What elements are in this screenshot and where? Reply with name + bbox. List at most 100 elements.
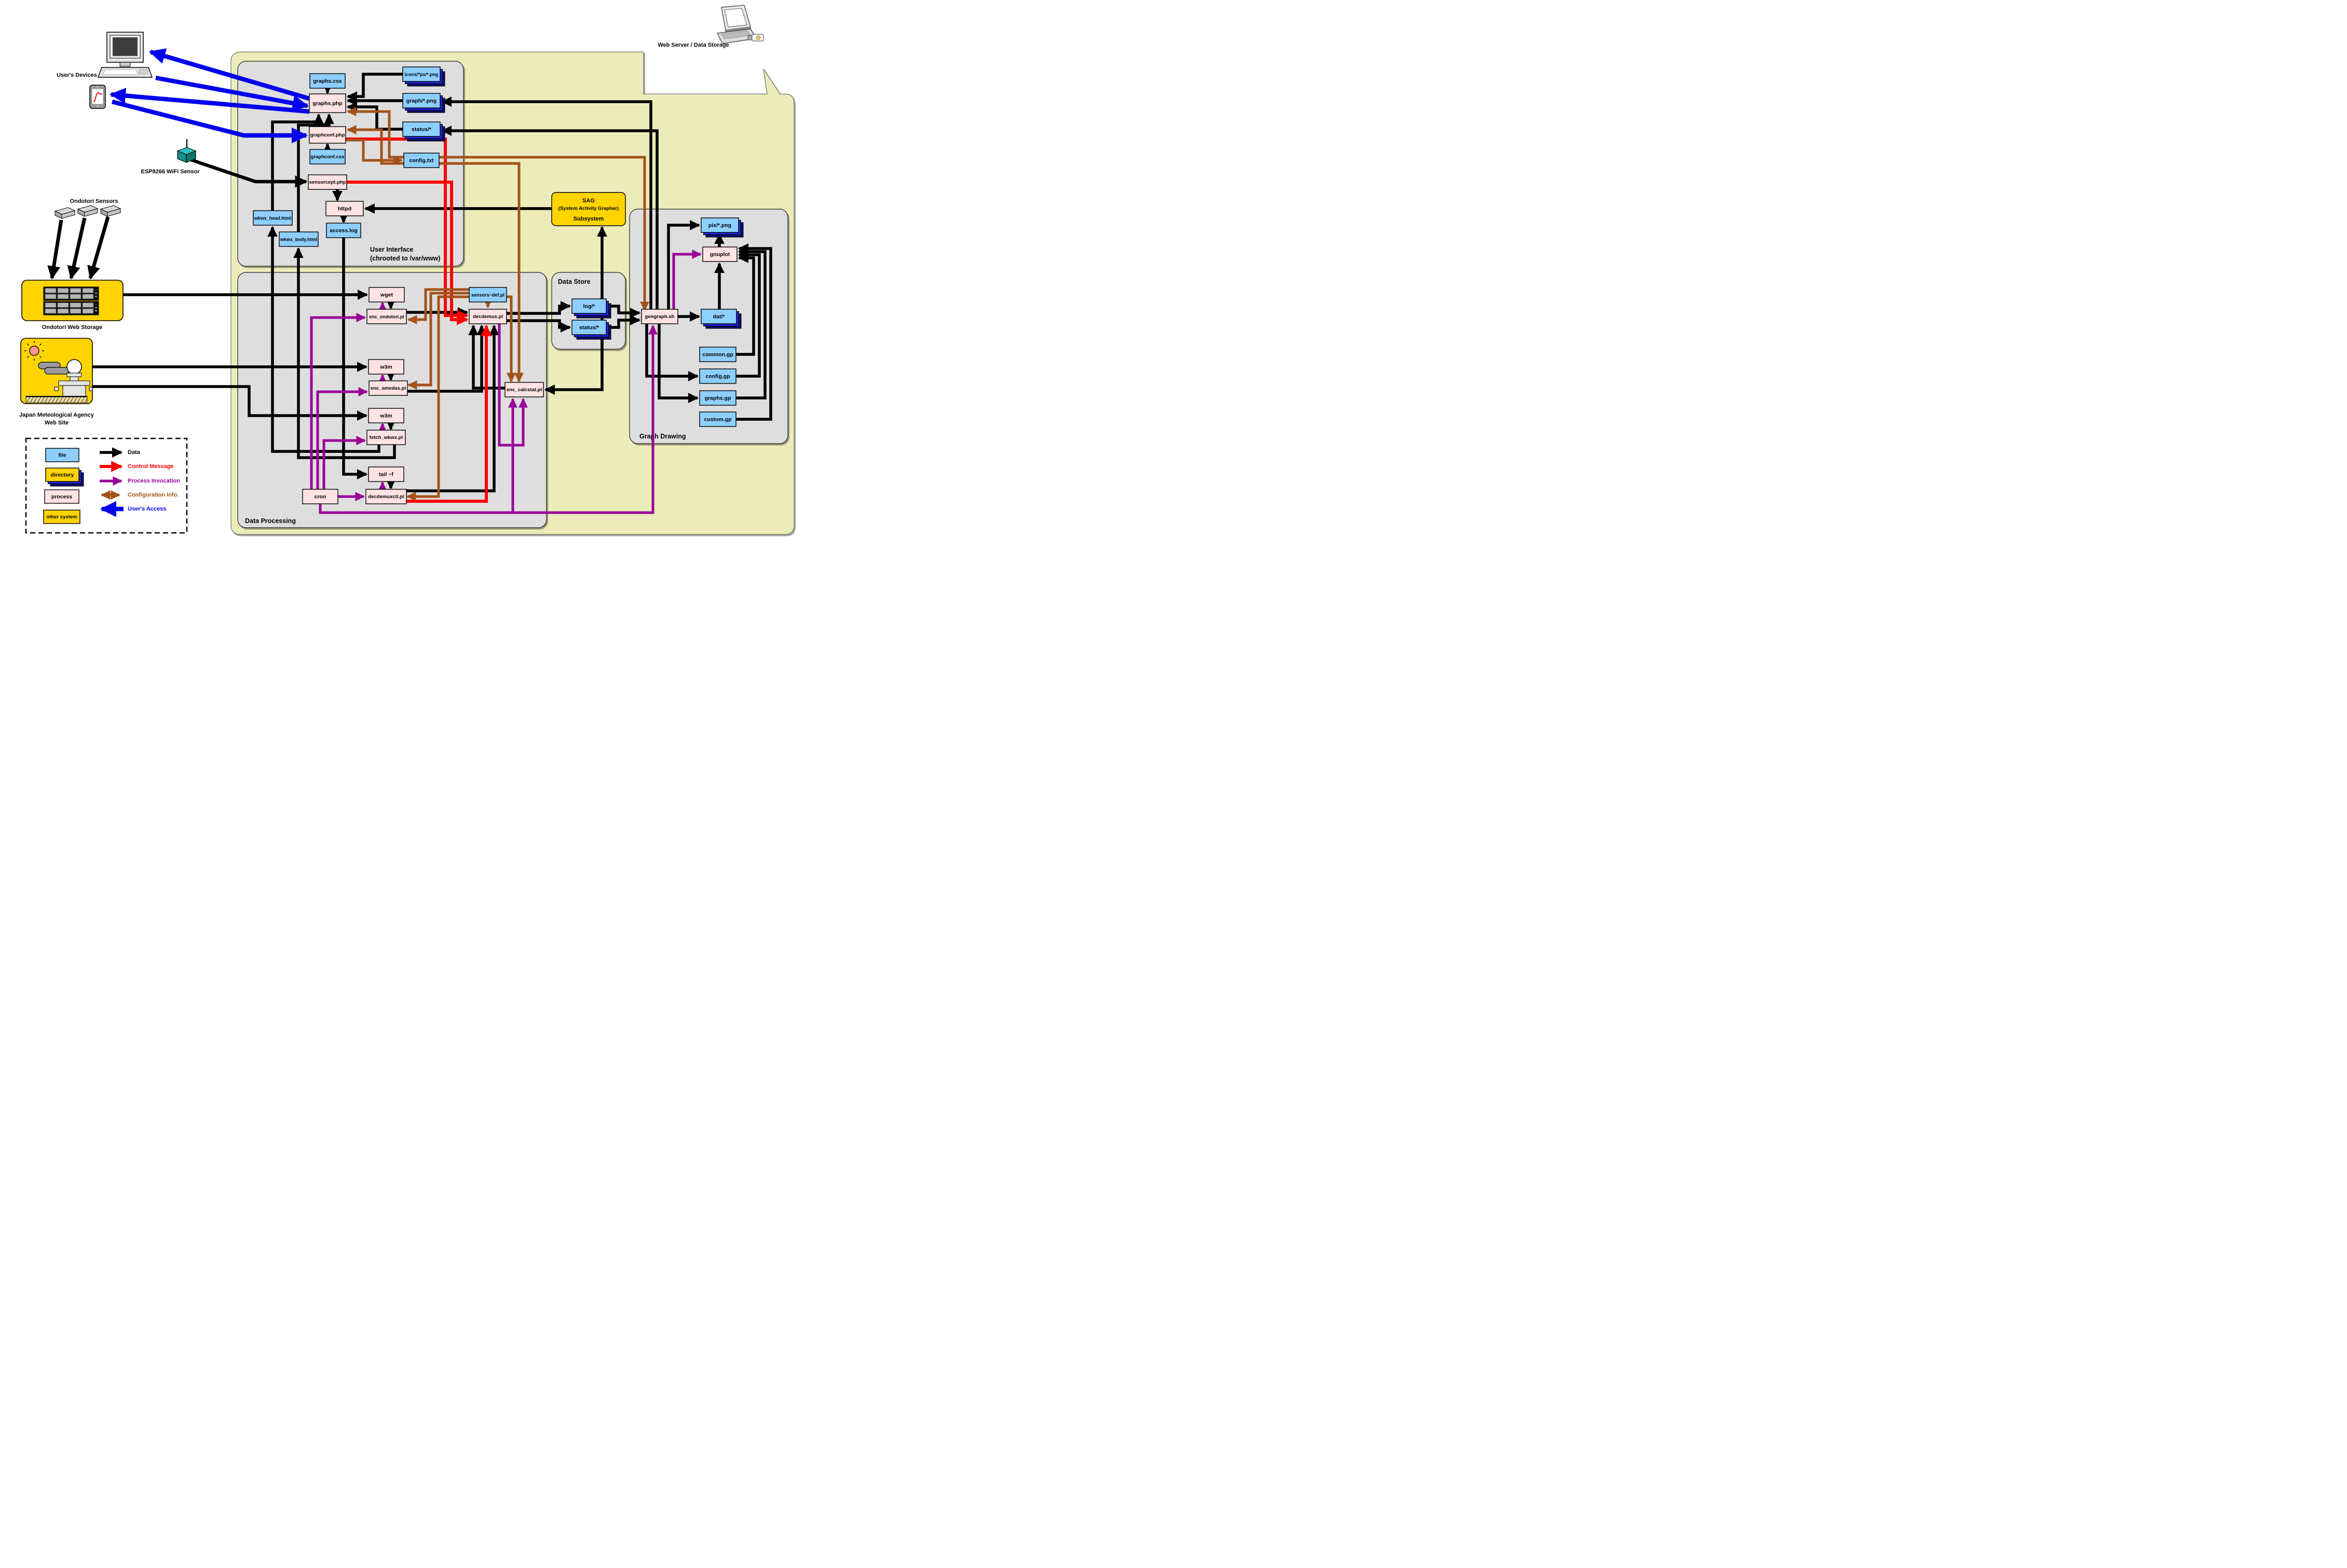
sag-label: (System Activity Grapher) bbox=[558, 206, 619, 212]
jma-website bbox=[20, 338, 93, 404]
rack-tray bbox=[70, 308, 81, 314]
rack-tray bbox=[57, 302, 69, 308]
arrow-inv bbox=[672, 250, 702, 309]
node-box bbox=[402, 121, 441, 137]
node-directory: directory bbox=[45, 467, 84, 487]
node-label: icons/*px/*.png bbox=[404, 72, 438, 77]
node-label: pix/*.png bbox=[708, 223, 731, 229]
node-box bbox=[369, 287, 405, 302]
node-pix-dir: pix/*.png bbox=[701, 217, 744, 238]
node-box bbox=[308, 174, 347, 190]
arrow-cfg bbox=[406, 295, 469, 501]
arrow-inv bbox=[498, 324, 528, 447]
rack-tray bbox=[70, 288, 81, 293]
diagram-stage: User Interface(chrooted to /var/www)Data… bbox=[0, 0, 814, 544]
node-label: wget bbox=[380, 292, 393, 298]
node-custom-gp: custom.gp bbox=[699, 411, 736, 427]
rack-led bbox=[95, 307, 97, 309]
node-wkwx-body-html: wkwx_body.html bbox=[279, 231, 319, 247]
node-box bbox=[699, 368, 736, 384]
arrow-cfg bbox=[407, 292, 469, 390]
node-label: process bbox=[51, 494, 72, 500]
arrow-data bbox=[47, 219, 63, 280]
usb-stick-icon bbox=[747, 34, 764, 42]
arrow-data bbox=[658, 324, 699, 403]
arrow-cfg bbox=[346, 125, 404, 165]
ondotori-web-storage bbox=[21, 280, 124, 321]
node-httpd: httpd bbox=[325, 201, 364, 216]
node-gengraph-sh: gengraph.sh bbox=[641, 309, 678, 324]
node-label: w3m bbox=[379, 413, 392, 419]
arrow-data bbox=[736, 243, 772, 421]
node-gnuplot: gnuplot bbox=[702, 246, 738, 262]
arrow-acc bbox=[109, 88, 310, 114]
rack-led bbox=[95, 310, 97, 312]
node-label: config.txt bbox=[409, 158, 434, 164]
node-config-gp: config.gp bbox=[699, 368, 736, 384]
node-label: common.gp bbox=[702, 352, 733, 358]
device-label: Ondotori Web Storage bbox=[42, 324, 103, 331]
arrow-data bbox=[507, 301, 571, 315]
node-box bbox=[366, 430, 406, 445]
section-data-processing bbox=[237, 272, 547, 528]
device-label: Ondotori Sensors bbox=[70, 198, 118, 204]
node-label: graphconf.php bbox=[310, 132, 345, 138]
node-enc-ondotori-pl: enc_ondotori.pl bbox=[366, 309, 407, 324]
arrow-data bbox=[468, 324, 505, 390]
arrow-data bbox=[645, 324, 699, 381]
device-label: Japan Meteological Agency bbox=[19, 412, 94, 418]
rack-led bbox=[95, 295, 97, 297]
arrow-data bbox=[293, 247, 396, 459]
rack-led bbox=[95, 304, 97, 306]
rack-tray bbox=[82, 294, 94, 299]
device-label: Web Server / Data Storage bbox=[658, 42, 729, 48]
node-box bbox=[302, 489, 338, 504]
node-box bbox=[368, 466, 404, 482]
node-box bbox=[469, 287, 507, 302]
node-file: file bbox=[45, 448, 79, 462]
arrow-cfg bbox=[439, 162, 524, 383]
smartphone-icon bbox=[89, 85, 106, 109]
node-label: gnuplot bbox=[710, 252, 730, 258]
rack-tray bbox=[45, 288, 57, 293]
desktop-computer-icon bbox=[97, 32, 153, 78]
device-label: ESP8266 WiFi Sensor bbox=[141, 169, 200, 175]
node-box bbox=[44, 489, 79, 504]
node-box bbox=[571, 320, 607, 335]
arrow-ctrl bbox=[406, 324, 492, 503]
node-label: tail −f bbox=[379, 472, 393, 478]
arrow-data bbox=[441, 126, 659, 309]
node-label: other system bbox=[46, 514, 77, 520]
node-w3m-amedas: w3m bbox=[368, 359, 404, 375]
node-enc-amedas-pl: enc_amedas.pl bbox=[369, 380, 408, 396]
node-w3m-wkwx: w3m bbox=[368, 408, 404, 423]
node-box bbox=[326, 223, 361, 238]
ondotori-sensor-icons bbox=[54, 205, 121, 219]
section-label-data-store: Data Store bbox=[558, 278, 591, 285]
node-decdemuxctl-pl: decdemuxctl.pl bbox=[365, 489, 407, 504]
node-wkwx-head-html: wkwx_head.html bbox=[253, 210, 293, 226]
system-architecture-diagram: User Interface(chrooted to /var/www)Data… bbox=[19, 5, 795, 535]
arrow-data bbox=[406, 324, 499, 492]
arrow-data bbox=[271, 113, 324, 211]
node-label: w3m bbox=[379, 364, 392, 370]
arrow-inv bbox=[316, 387, 369, 489]
section-label-user-interface: (chrooted to /var/www) bbox=[370, 255, 440, 262]
arrow-data bbox=[507, 319, 571, 333]
node-box bbox=[253, 210, 293, 226]
arrow-acc bbox=[111, 99, 308, 144]
arrow-data bbox=[190, 158, 308, 188]
node-box bbox=[403, 153, 440, 168]
node-label: status/* bbox=[412, 127, 432, 133]
arrow-cfg bbox=[407, 288, 469, 324]
legend-label: Process Invocation bbox=[128, 478, 180, 484]
node-label: graphs.php bbox=[312, 101, 342, 107]
sun-icon bbox=[24, 341, 44, 361]
weather-station-icon bbox=[54, 359, 93, 397]
rack-led bbox=[95, 289, 97, 291]
node-label: sensorcept.php bbox=[309, 180, 346, 185]
node-label: cron bbox=[315, 494, 326, 500]
node-label: graphs.css bbox=[313, 78, 342, 85]
node-box bbox=[45, 448, 79, 462]
node-label: fetch_wkwx.pl bbox=[370, 435, 403, 441]
